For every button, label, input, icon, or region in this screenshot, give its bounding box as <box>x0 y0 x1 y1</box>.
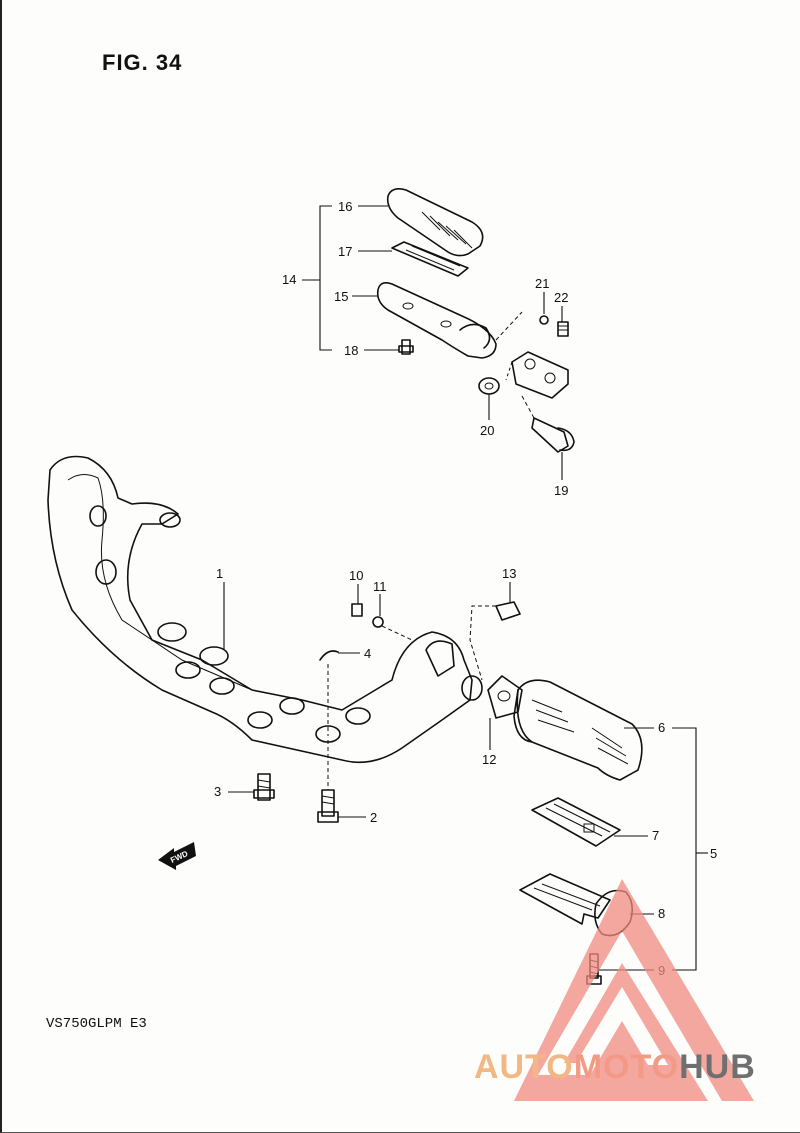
part-17-plate <box>358 241 469 277</box>
callout-12: 12 <box>482 752 496 767</box>
part-22-bolt <box>557 306 569 337</box>
callout-14: 14 <box>282 272 296 287</box>
callout-21: 21 <box>535 276 549 291</box>
part-12-damper <box>487 675 523 750</box>
part-16-footpeg-rubber <box>358 188 484 257</box>
part-3-bolt <box>228 773 275 801</box>
part-7-plate <box>531 797 648 847</box>
part-10-bolt <box>351 584 363 617</box>
callout-6: 6 <box>658 720 665 735</box>
part-13-bolt <box>469 582 521 681</box>
lower-plate <box>519 873 611 925</box>
part-20-washer <box>478 377 500 420</box>
callout-22: 22 <box>554 290 568 305</box>
part-4-cotter-pin <box>319 650 360 736</box>
footrest-bracket <box>505 351 569 399</box>
callout-16: 16 <box>338 199 352 214</box>
callout-5: 5 <box>710 846 717 861</box>
part-11-nut <box>372 594 413 641</box>
part-1-bracket-frame <box>47 455 483 764</box>
figure-title: FIG. 34 <box>102 50 183 75</box>
callout-10: 10 <box>349 568 363 583</box>
callout-4: 4 <box>364 646 371 661</box>
callout-7: 7 <box>652 828 659 843</box>
callout-15: 15 <box>334 289 348 304</box>
callout-19: 19 <box>554 483 568 498</box>
watermark-logo <box>514 879 754 1101</box>
watermark-auto: AUTO <box>474 1048 574 1086</box>
bracket-5 <box>672 727 697 971</box>
part-18-screw <box>364 339 414 355</box>
callout-17: 17 <box>338 244 352 259</box>
callout-1: 1 <box>216 566 223 581</box>
callout-8: 8 <box>658 906 665 921</box>
part-19-pivot-bolt <box>521 395 575 480</box>
part-6-footpeg-rubber <box>513 679 654 781</box>
watermark-text: AUTOMOTOHUB <box>474 1048 756 1087</box>
forward-arrow: FWD <box>158 842 196 870</box>
model-code: VS750GLPM E3 <box>46 1016 147 1032</box>
bracket-14 <box>319 205 332 351</box>
callout-3: 3 <box>214 784 221 799</box>
callout-2: 2 <box>370 810 377 825</box>
watermark-moto: MOTO <box>573 1048 680 1086</box>
part-21-nut <box>539 292 549 325</box>
part-15-footrest-bar <box>352 282 497 359</box>
callout-11: 11 <box>373 579 387 594</box>
part-2-bolt <box>317 740 366 823</box>
watermark-hub: HUB <box>679 1048 756 1086</box>
warning-triangle-icon <box>514 879 754 1101</box>
callout-18: 18 <box>344 343 358 358</box>
callout-13: 13 <box>502 566 516 581</box>
callout-20: 20 <box>480 423 494 438</box>
